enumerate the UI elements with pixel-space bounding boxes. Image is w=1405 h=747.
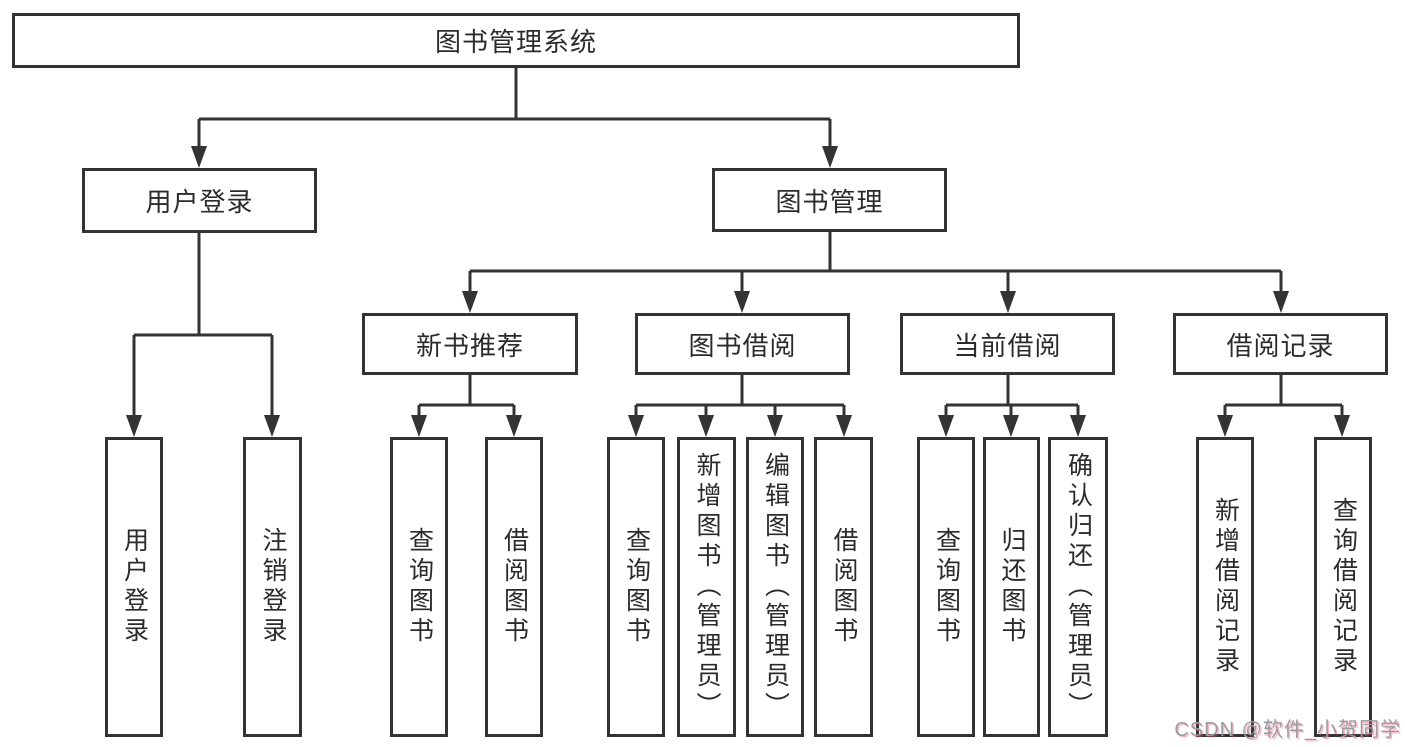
leaf-label: 借阅图书 [830,527,858,647]
leaf-label: 查询图书 [622,527,651,647]
leaf-label: 新增图书（管理员） [693,452,721,722]
leaf-label: 查询借阅记录 [1329,497,1358,677]
leaf-borrowing-borrow-books: 借阅图书 [814,437,873,737]
leaf-label: 归还图书 [998,527,1026,647]
leaf-label: 借阅图书 [500,527,529,647]
node-user-login: 用户登录 [82,168,317,233]
csdn-watermark: CSDN @软件_小贺同学 [1174,719,1401,741]
leaf-label: 确认归还（管理员） [1064,452,1093,722]
leaf-newrec-borrow-books: 借阅图书 [485,437,543,737]
node-root: 图书管理系统 [12,13,1020,68]
node-current-borrowing: 当前借阅 [900,313,1115,375]
leaf-label: 注销登录 [259,527,287,647]
leaf-records-add-record: 新增借阅记录 [1196,437,1254,737]
connector-lines [132,68,1344,418]
node-book-borrowing: 图书借阅 [635,313,850,375]
leaf-label: 用户登录 [120,527,149,647]
leaf-current-confirm-return-admin: 确认归还（管理员） [1048,437,1108,737]
leaf-borrowing-query-books: 查询图书 [607,437,665,737]
leaf-records-query-record: 查询借阅记录 [1314,437,1372,737]
arrowheads [126,146,1350,437]
node-new-book-recommend: 新书推荐 [362,313,578,375]
leaf-borrowing-add-books-admin: 新增图书（管理员） [677,437,736,737]
node-borrowing-records: 借阅记录 [1173,313,1388,375]
leaf-label: 查询图书 [405,527,434,647]
leaf-borrowing-edit-books-admin: 编辑图书（管理员） [746,437,804,737]
leaf-current-query-books: 查询图书 [917,437,975,737]
node-book-management: 图书管理 [712,168,947,232]
leaf-logout: 注销登录 [243,437,302,737]
leaf-user-login: 用户登录 [105,437,163,737]
leaf-label: 编辑图书（管理员） [761,452,790,722]
leaf-label: 查询图书 [932,527,961,647]
leaf-label: 新增借阅记录 [1211,497,1240,677]
leaf-newrec-query-books: 查询图书 [390,437,448,737]
leaf-current-return-books: 归还图书 [983,437,1040,737]
